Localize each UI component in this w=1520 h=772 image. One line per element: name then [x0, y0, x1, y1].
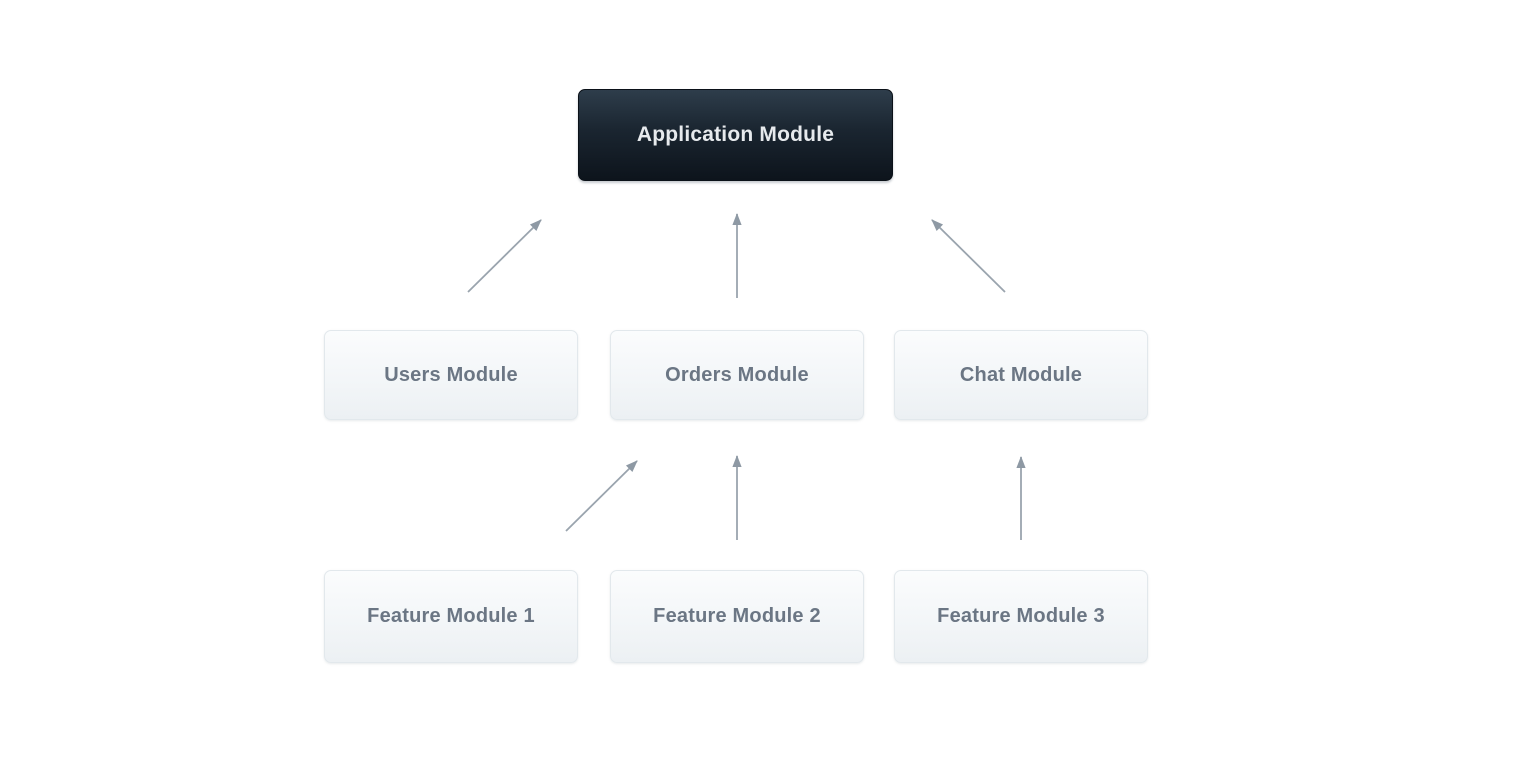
node-orders-module: Orders Module: [610, 330, 864, 420]
node-chat-module: Chat Module: [894, 330, 1148, 420]
node-users-module: Users Module: [324, 330, 578, 420]
node-feature-module-1-label: Feature Module 1: [367, 605, 535, 627]
arrow-users-to-application: [467, 219, 542, 293]
node-feature-module-2-label: Feature Module 2: [653, 605, 821, 627]
node-feature-module-1: Feature Module 1: [324, 570, 578, 663]
arrow-chat-to-application: [931, 219, 1006, 293]
node-feature-module-2: Feature Module 2: [610, 570, 864, 663]
node-application-module: Application Module: [578, 89, 893, 181]
node-users-module-label: Users Module: [384, 363, 518, 386]
node-feature-module-3: Feature Module 3: [894, 570, 1148, 663]
node-feature-module-3-label: Feature Module 3: [937, 605, 1105, 627]
node-orders-module-label: Orders Module: [665, 363, 809, 386]
node-application-module-label: Application Module: [636, 123, 835, 146]
arrow-feature1-to-orders: [565, 460, 638, 532]
node-chat-module-label: Chat Module: [959, 363, 1083, 386]
